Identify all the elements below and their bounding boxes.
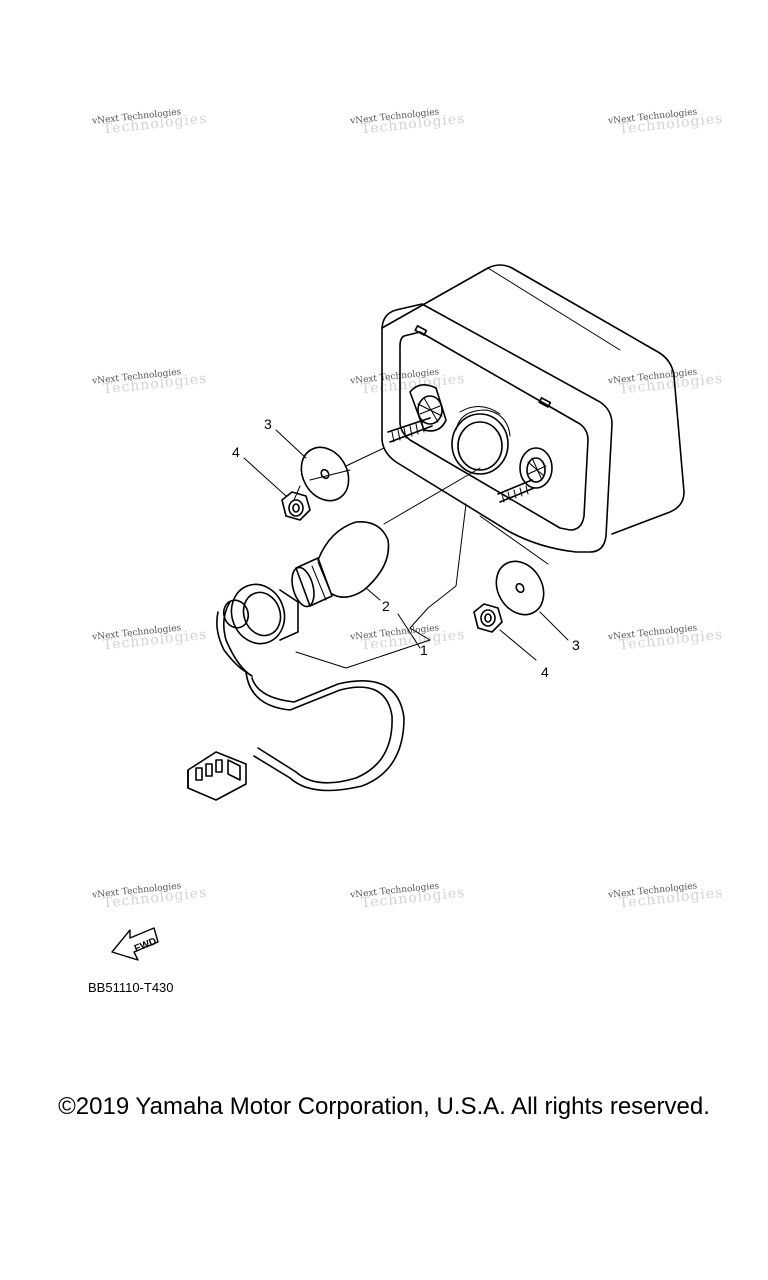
callout-2: 2	[382, 598, 390, 614]
diagram-part-code: BB51110-T430	[88, 980, 174, 995]
callout-3-lower: 3	[572, 637, 580, 653]
bulb	[291, 521, 390, 608]
fwd-arrow-icon	[111, 927, 159, 961]
right-socket-stud	[497, 447, 553, 503]
callout-1: 1	[420, 642, 428, 658]
taillight-housing	[381, 264, 685, 553]
socket-harness	[187, 583, 405, 801]
callout-3-upper: 3	[264, 416, 272, 432]
left-socket-stud	[387, 384, 447, 443]
washer-upper	[300, 446, 350, 502]
nut-lower	[473, 603, 503, 633]
callout-4-lower: 4	[541, 664, 549, 680]
washer-lower	[495, 560, 545, 616]
leader-lines	[243, 429, 569, 661]
nut-upper	[281, 491, 311, 521]
assembly-guide-lines	[293, 447, 549, 669]
copyright-notice: ©2019 Yamaha Motor Corporation, U.S.A. A…	[58, 1093, 710, 1120]
bulb-socket	[451, 406, 511, 475]
callout-4-upper: 4	[232, 444, 240, 460]
fwd-label: FWD	[133, 936, 158, 955]
